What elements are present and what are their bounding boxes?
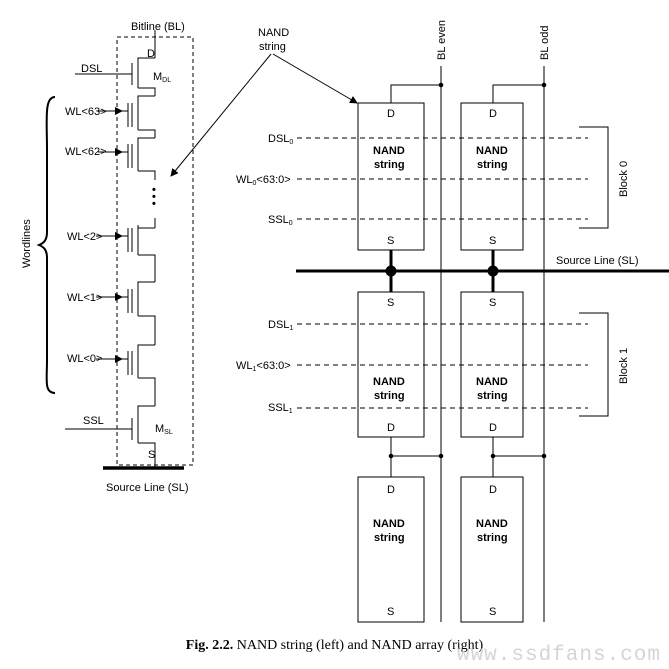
wl-arrows — [96, 107, 123, 363]
bl-odd-label: BL odd — [539, 26, 551, 60]
b2-even-title2: string — [374, 532, 405, 544]
b1-odd-d: D — [489, 422, 497, 434]
dsl-transistor — [75, 57, 156, 96]
ellipsis-dots-3: • — [152, 198, 156, 210]
ssl-label: SSL — [83, 415, 104, 427]
nand-string-left — [36, 30, 194, 470]
b1-even-d: D — [387, 422, 395, 434]
b0-odd-d: D — [489, 108, 497, 120]
wordlines-label: Wordlines — [21, 219, 33, 268]
block0-label: Block 0 — [618, 161, 630, 197]
ellipsis-dots-2: • — [152, 191, 156, 203]
msl-label: MSL — [155, 423, 173, 436]
b1-odd-s: S — [489, 297, 496, 309]
figure-number: Fig. 2.2. — [185, 638, 234, 653]
bitline-label: Bitline (BL) — [131, 21, 185, 33]
wl2-label: WL<2> — [67, 231, 102, 243]
block0-bracket — [579, 126, 609, 229]
wl1-label: WL<1> — [67, 292, 102, 304]
block1-label: Block 1 — [618, 348, 630, 384]
mdl-label: MDL — [153, 71, 171, 84]
d-terminal-label: D — [147, 48, 155, 60]
b2-even-d: D — [387, 484, 395, 496]
wl0-transistor — [122, 344, 156, 406]
block2-string-even — [357, 476, 425, 623]
nand-array-right — [170, 53, 669, 623]
b2-odd-title2: string — [477, 532, 508, 544]
wl62-transistor — [122, 137, 156, 180]
wl0-label: WL<0> — [67, 353, 102, 365]
ellipsis-dots: • — [152, 184, 156, 196]
ssl0-label: SSL0 — [268, 214, 293, 227]
dsl-label: DSL — [81, 63, 102, 75]
bl-even-label: BL even — [436, 20, 448, 60]
b2-even-s: S — [387, 606, 394, 618]
ssl1-label: SSL1 — [268, 402, 293, 415]
b0-odd-title1: NAND — [476, 145, 508, 157]
figure-caption-text: NAND string (left) and NAND array (right… — [233, 638, 484, 653]
b1-odd-title2: string — [477, 390, 508, 402]
wl0-array-label: WL0<63:0> — [236, 174, 291, 187]
wl2-transistor — [122, 218, 156, 282]
b2-odd-d: D — [489, 484, 497, 496]
wl62-label: WL<62> — [65, 146, 107, 158]
nand-callout-line2: string — [259, 41, 286, 53]
b0-odd-s: S — [489, 235, 496, 247]
watermark: www.ssdfans.com — [456, 644, 661, 667]
nand-callout-line1: NAND — [258, 27, 289, 39]
b0-odd-title2: string — [477, 159, 508, 171]
b0-even-title2: string — [374, 159, 405, 171]
wl1-array-label: WL1<63:0> — [236, 360, 291, 373]
b1-even-s: S — [387, 297, 394, 309]
left-source-line-label: Source Line (SL) — [106, 482, 189, 494]
b2-odd-title1: NAND — [476, 518, 508, 530]
wl1-transistor — [122, 281, 156, 345]
block0-string-odd — [460, 102, 524, 251]
wl63-label: WL<63> — [65, 106, 107, 118]
b1-odd-title1: NAND — [476, 376, 508, 388]
array-source-line-label: Source Line (SL) — [556, 255, 639, 267]
dsl1-label: DSL1 — [268, 319, 293, 332]
block0-string-even — [357, 102, 425, 251]
ssl-transistor — [65, 405, 156, 468]
b1-even-title1: NAND — [373, 376, 405, 388]
b2-odd-s: S — [489, 606, 496, 618]
b1-even-title2: string — [374, 390, 405, 402]
figure-caption: Fig. 2.2. NAND string (left) and NAND ar… — [0, 638, 669, 654]
block1-bracket — [579, 312, 609, 417]
b0-even-d: D — [387, 108, 395, 120]
wordlines-brace — [36, 96, 56, 394]
b0-even-s: S — [387, 235, 394, 247]
wl63-transistor — [122, 95, 156, 138]
b2-even-title1: NAND — [373, 518, 405, 530]
dsl0-label: DSL0 — [268, 133, 293, 146]
block2-string-odd — [460, 476, 524, 623]
s-terminal-label: S — [148, 449, 155, 461]
b0-even-title1: NAND — [373, 145, 405, 157]
